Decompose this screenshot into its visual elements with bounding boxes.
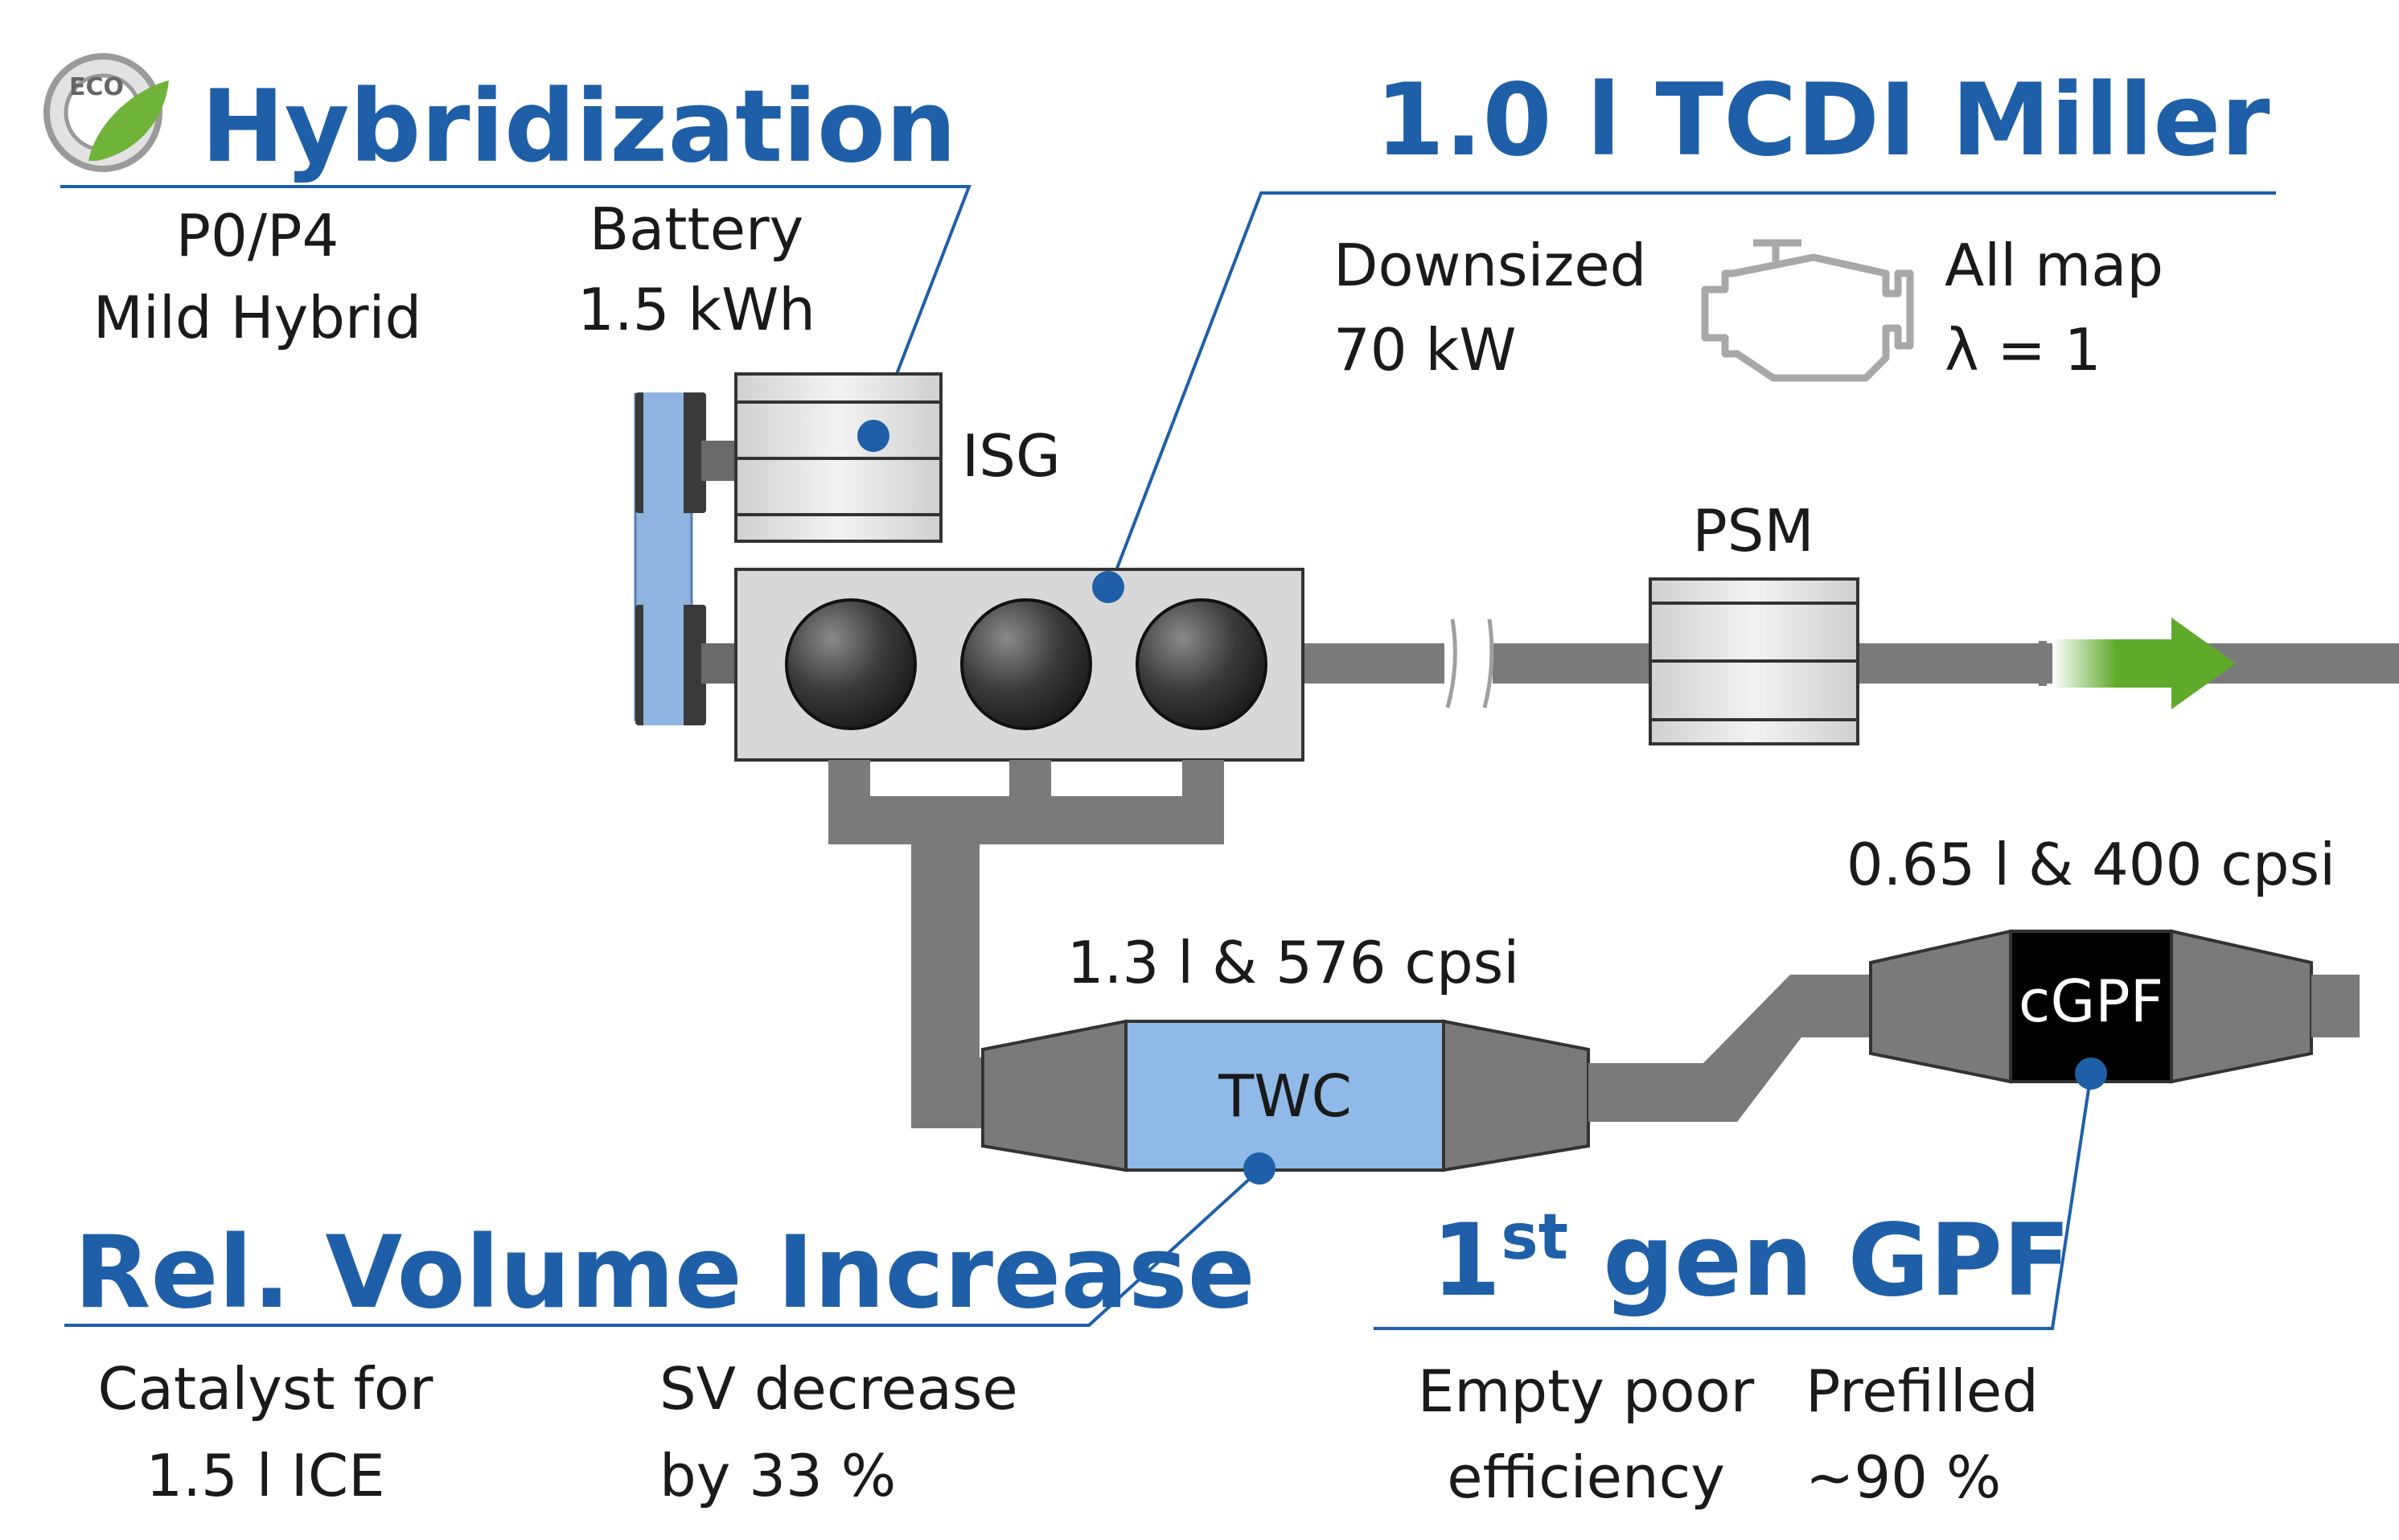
shaft-end bbox=[2039, 641, 2047, 686]
eco-gear-logo: ECO bbox=[43, 53, 169, 172]
prefilled-note-line2: ~90 % bbox=[1805, 1443, 2001, 1511]
belt-strip bbox=[643, 392, 684, 725]
gpf-filter bbox=[2009, 930, 2173, 1083]
isg-shaft bbox=[701, 441, 737, 481]
twc-spec: 1.3 l & 576 cpsi bbox=[1067, 929, 1519, 996]
gpf-outlet-cone bbox=[2170, 929, 2313, 1084]
hybrid-type-line2: Mild Hybrid bbox=[93, 284, 421, 351]
empty-note-line2: efficiency bbox=[1447, 1443, 1725, 1511]
exhaust-manifold bbox=[828, 760, 1224, 1128]
heading-hybridization: Hybridization bbox=[201, 69, 956, 185]
sv-note-line2: by 33 % bbox=[659, 1442, 896, 1509]
dot-engine bbox=[1092, 571, 1124, 603]
downsized-line2: 70 kW bbox=[1333, 316, 1516, 384]
empty-note-line1: Empty poor bbox=[1418, 1357, 1755, 1425]
leader-volume bbox=[64, 1167, 1263, 1327]
leader-dots bbox=[857, 420, 2107, 1185]
engine-front-shaft bbox=[701, 643, 737, 684]
heading-engine: 1.0 l TCDI Miller bbox=[1375, 63, 2270, 179]
downsized-line1: Downsized bbox=[1333, 232, 1646, 299]
twc-label: TWC bbox=[1218, 1062, 1351, 1130]
catalyst-note-line1: Catalyst for bbox=[98, 1355, 433, 1423]
twc-inlet-cone bbox=[981, 1019, 1128, 1172]
tailpipe bbox=[2311, 975, 2360, 1037]
leader-lines bbox=[60, 185, 2276, 1330]
leader-hybridization bbox=[60, 185, 972, 435]
dot-isg bbox=[857, 420, 889, 452]
psm-label: PSM bbox=[1692, 497, 1814, 565]
isg-motor bbox=[734, 372, 943, 543]
gpf-label: cGPF bbox=[2019, 967, 2163, 1035]
catalyst-note-line2: 1.5 l ICE bbox=[146, 1442, 384, 1509]
dot-twc bbox=[1243, 1152, 1275, 1185]
shaft-break-marks bbox=[1445, 618, 1494, 708]
cylinder-3 bbox=[1136, 598, 1267, 730]
cylinder-1 bbox=[785, 598, 917, 730]
battery-line1: Battery bbox=[589, 195, 803, 263]
leaf-icon bbox=[88, 80, 169, 161]
gpf-inlet-cone bbox=[1869, 929, 2012, 1084]
cylinder-2 bbox=[960, 598, 1092, 730]
lambda-line2: λ = 1 bbox=[1945, 316, 2101, 384]
all-map-line1: All map bbox=[1945, 232, 2163, 299]
heading-volume-increase: Rel. Volume Increase bbox=[74, 1215, 1255, 1331]
output-arrow-icon bbox=[2052, 618, 2236, 709]
isg-label: ISG bbox=[962, 422, 1061, 490]
battery-line2: 1.5 kWh bbox=[577, 276, 815, 343]
heading-gpf: 1st gen GPF bbox=[1432, 1201, 2071, 1319]
twc-catalyst bbox=[1124, 1020, 1445, 1172]
connecting-pipe bbox=[1588, 975, 1871, 1122]
eco-logo-text: ECO bbox=[69, 73, 124, 101]
gpf-spec: 0.65 l & 400 cpsi bbox=[1846, 831, 2335, 898]
prefilled-note-line1: Prefilled bbox=[1805, 1357, 2039, 1425]
sv-note-line1: SV decrease bbox=[659, 1355, 1018, 1423]
psm-motor bbox=[1649, 577, 1859, 745]
engine-icon bbox=[1701, 239, 1914, 382]
dot-gpf bbox=[2075, 1057, 2107, 1090]
twc-outlet-cone bbox=[1442, 1019, 1590, 1172]
leader-engine bbox=[1108, 191, 2276, 588]
hybrid-type-line1: P0/P4 bbox=[176, 202, 339, 269]
leader-gpf bbox=[1374, 1073, 2093, 1330]
